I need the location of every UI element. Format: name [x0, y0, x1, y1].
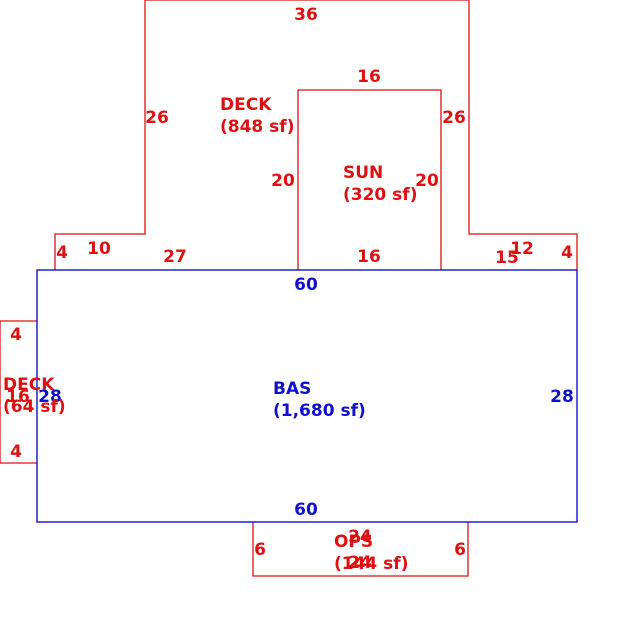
- area-deck-left-code: DECK: [3, 375, 55, 395]
- dim-deck-bottom-right: 15: [495, 248, 519, 268]
- ops-outline: [252, 522, 469, 577]
- dim-sun-top: 16: [357, 67, 381, 87]
- dim-ops-right: 6: [454, 540, 466, 560]
- area-deck-left-size: (64 sf): [3, 397, 66, 417]
- dim-deck-top: 36: [294, 5, 318, 25]
- dim-deck-left-top: 4: [10, 325, 22, 345]
- area-bas-code: BAS: [273, 379, 311, 399]
- dim-deck-left-drop: 4: [56, 243, 68, 263]
- dim-deck-ledge-right: 12: [510, 239, 534, 259]
- dim-deck-bottom-left: 27: [163, 247, 187, 267]
- bas-outline: [36, 269, 578, 523]
- area-sun-code: SUN: [343, 163, 383, 183]
- dim-ops-bottom: 24: [348, 553, 372, 573]
- dim-sun-bottom: 16: [357, 247, 381, 267]
- dim-ops-top: 24: [348, 527, 372, 547]
- area-deck-top-code: DECK: [220, 95, 272, 115]
- dim-bas-left: 28: [38, 387, 62, 407]
- dim-bas-right: 28: [550, 387, 574, 407]
- dim-bas-top: 60: [294, 275, 318, 295]
- dim-deck-left-side: 16: [6, 387, 30, 407]
- dim-deck-right-drop: 4: [561, 243, 573, 263]
- area-bas-size: (1,680 sf): [273, 401, 366, 421]
- dim-deck-right-upper: 26: [442, 108, 466, 128]
- dim-bas-bottom: 60: [294, 500, 318, 520]
- area-deck-top-size: (848 sf): [220, 117, 294, 137]
- deck-top-outline: [54, 0, 578, 270]
- dim-deck-left-upper: 26: [145, 108, 169, 128]
- area-sun-size: (320 sf): [343, 185, 417, 205]
- dim-sun-left: 20: [271, 171, 295, 191]
- deck-left-outline: [0, 320, 37, 464]
- dim-sun-right: 20: [415, 171, 439, 191]
- dim-ops-left: 6: [254, 540, 266, 560]
- area-ops-size: (144 sf): [334, 554, 408, 574]
- area-ops-code: OPS: [334, 532, 373, 552]
- sun-room-outline: [297, 89, 442, 270]
- dim-deck-left-bottom: 4: [10, 442, 22, 462]
- dim-deck-ledge-left: 10: [87, 239, 111, 259]
